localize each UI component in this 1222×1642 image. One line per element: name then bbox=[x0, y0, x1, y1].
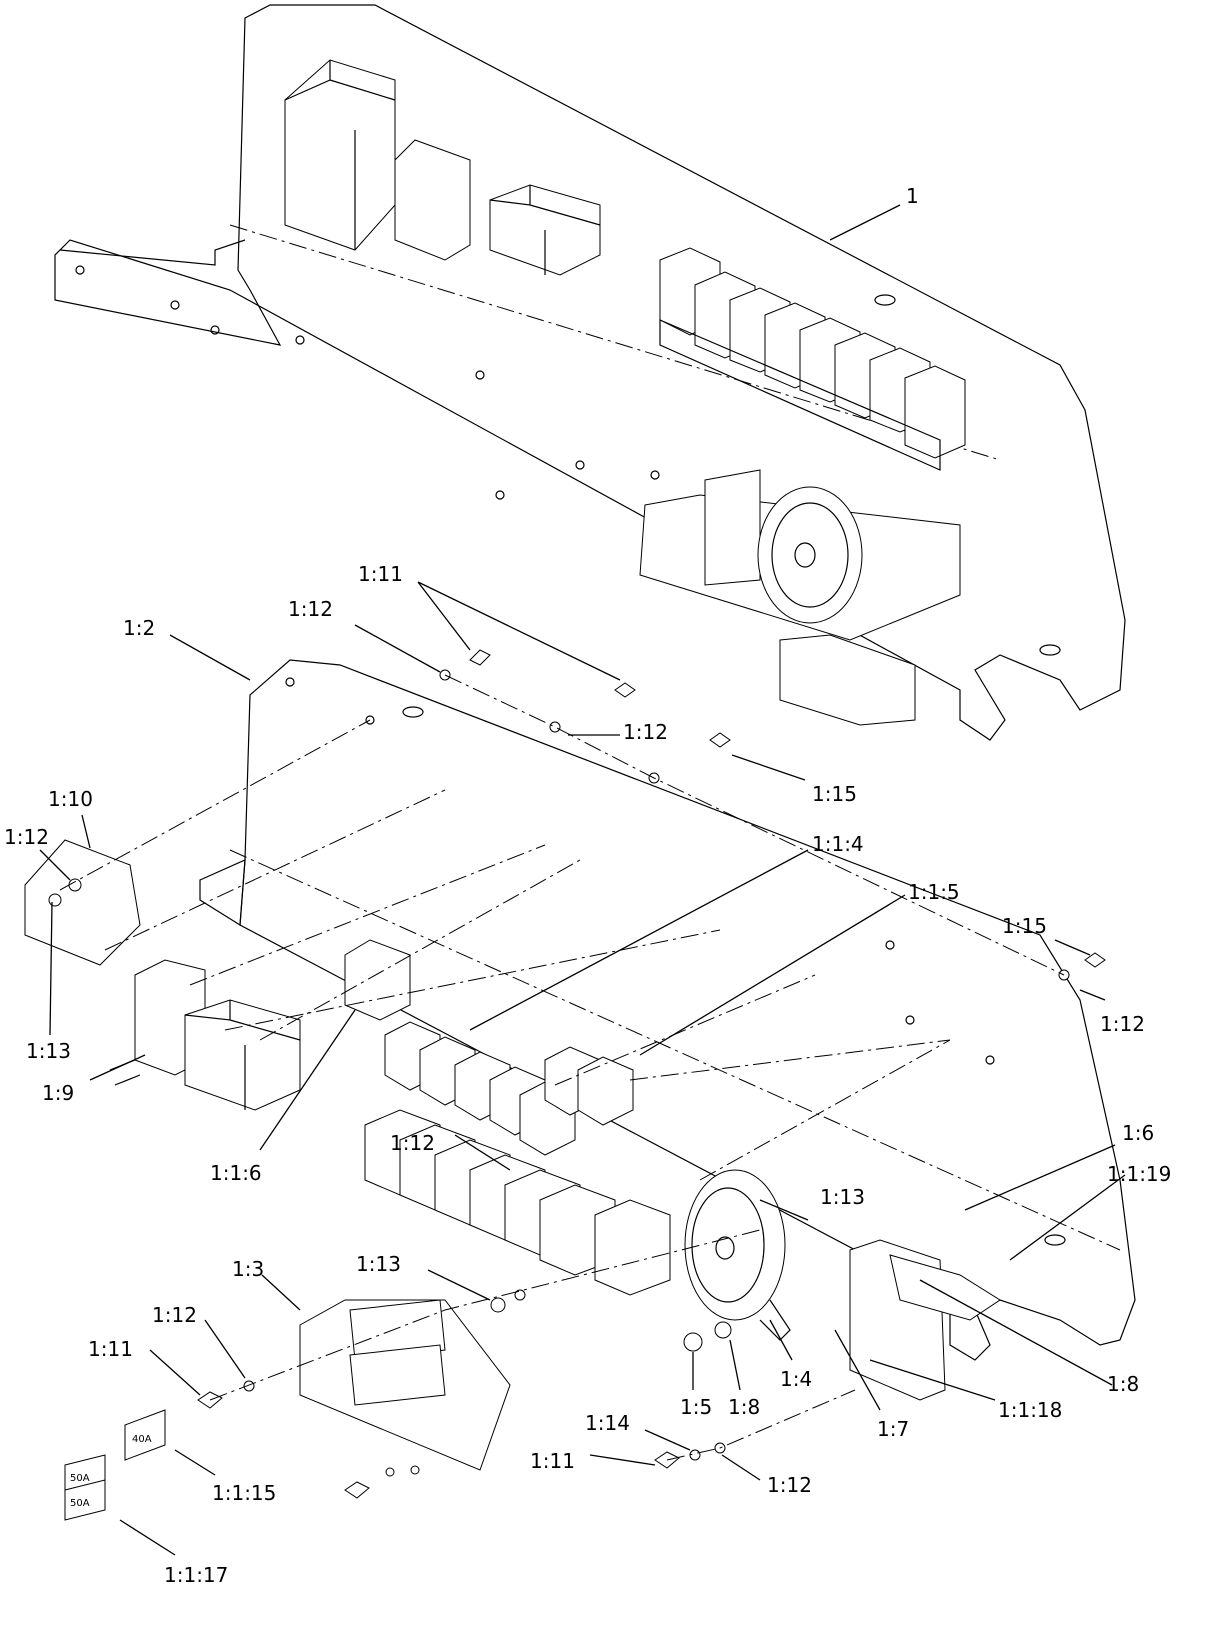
callout-1-11: 1:11 bbox=[88, 1337, 133, 1361]
lower-horn bbox=[684, 1169, 791, 1341]
callout-1-5: 1:5 bbox=[680, 1395, 712, 1419]
callout-1-1-17: 1:1:17 bbox=[164, 1563, 228, 1587]
upper-panel-assembly bbox=[54, 4, 1126, 741]
callout-1-3: 1:3 bbox=[232, 1257, 264, 1281]
callout-1-12: 1:12 bbox=[4, 825, 49, 849]
callout-1-14: 1:14 bbox=[585, 1411, 630, 1435]
callout-1-11: 1:11 bbox=[530, 1449, 575, 1473]
callout-1: 1 bbox=[906, 184, 919, 208]
callout-1-1-18: 1:1:18 bbox=[998, 1398, 1062, 1422]
callout-1-4: 1:4 bbox=[780, 1367, 812, 1391]
callout-1-2: 1:2 bbox=[123, 616, 155, 640]
callout-1-7: 1:7 bbox=[877, 1417, 909, 1441]
callout-1-1-5: 1:1:5 bbox=[908, 880, 960, 904]
upper-relay-row bbox=[659, 247, 966, 471]
callout-1-11: 1:11 bbox=[358, 562, 403, 586]
fuse-50-bottom-label: 50A bbox=[70, 1498, 90, 1509]
callout-1-12: 1:12 bbox=[288, 597, 333, 621]
callout-1-12: 1:12 bbox=[767, 1473, 812, 1497]
fuse-50-top-label: 50A bbox=[70, 1473, 90, 1484]
callout-1-1-15: 1:1:15 bbox=[212, 1481, 276, 1505]
lower-relays bbox=[384, 1021, 634, 1156]
callout-1-8: 1:8 bbox=[1107, 1372, 1139, 1396]
callout-1-12: 1:12 bbox=[623, 720, 668, 744]
callout-1-12: 1:12 bbox=[1100, 1012, 1145, 1036]
callout-labels: 1 1:11 1:12 1:2 1:12 1:15 1:10 1:12 1:1:… bbox=[4, 184, 1171, 1587]
fuses: 40A 50A 50A bbox=[64, 1409, 166, 1521]
callout-1-1-4: 1:1:4 bbox=[812, 832, 864, 856]
callout-1-15: 1:15 bbox=[1002, 914, 1047, 938]
callout-1-13: 1:13 bbox=[26, 1039, 71, 1063]
callout-1-13: 1:13 bbox=[356, 1252, 401, 1276]
callout-1-10: 1:10 bbox=[48, 787, 93, 811]
callout-1-1-19: 1:1:19 bbox=[1107, 1162, 1171, 1186]
fuse-40-label: 40A bbox=[132, 1434, 152, 1445]
callout-1-8: 1:8 bbox=[728, 1395, 760, 1419]
callout-1-6: 1:6 bbox=[1122, 1121, 1154, 1145]
callout-1-13: 1:13 bbox=[820, 1185, 865, 1209]
callout-1-9: 1:9 bbox=[42, 1081, 74, 1105]
leader-lines bbox=[39, 204, 1126, 1556]
callout-1-12: 1:12 bbox=[390, 1131, 435, 1155]
callout-1-1-6: 1:1:6 bbox=[210, 1161, 262, 1185]
lower-panel-assembly: 40A 50A 50A bbox=[24, 649, 1136, 1521]
callout-1-12: 1:12 bbox=[152, 1303, 197, 1327]
lower-socket-row bbox=[364, 1109, 671, 1296]
callout-1-15: 1:15 bbox=[812, 782, 857, 806]
upper-horn bbox=[639, 469, 961, 641]
